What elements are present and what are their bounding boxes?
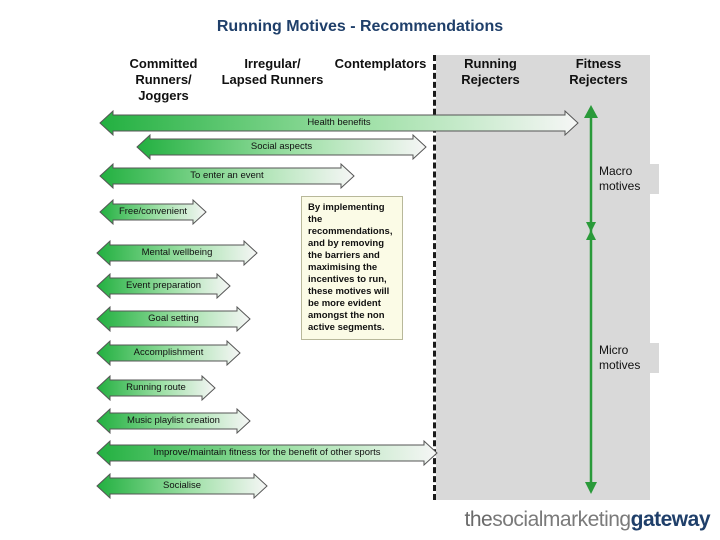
scale-arrowhead-top	[584, 105, 598, 118]
motive-arrow	[99, 198, 207, 226]
motive-arrow-label: Socialise	[162, 480, 202, 491]
motive-arrow-label: Social aspects	[250, 141, 313, 152]
segment-header-running-rejecters: Running Rejecters	[461, 56, 520, 87]
motive-arrow-label: Goal setting	[148, 313, 199, 324]
segment-header-contemplators: Contemplators	[334, 56, 427, 71]
micro-motives-label: Micro motives	[599, 343, 659, 373]
scale-arrowhead-mid-up	[586, 230, 596, 240]
motive-arrow	[96, 407, 251, 435]
motive-arrow-label: Accomplishment	[133, 347, 204, 358]
brand-logo: thesocialmarketinggateway	[464, 508, 711, 531]
segment-divider-line	[433, 55, 436, 500]
segment-header-irregular: Irregular/ Lapsed Runners	[221, 56, 324, 87]
motive-arrow-label: Improve/maintain fitness for the benefit…	[153, 447, 381, 458]
motive-arrow-label: Mental wellbeing	[141, 247, 213, 258]
motive-arrow-label: Running route	[126, 382, 186, 393]
motive-arrow	[96, 272, 231, 300]
motive-arrow	[96, 339, 241, 367]
motive-arrow-label: Free/convenient	[118, 206, 188, 217]
segment-header-committed: Committed Runners/ Joggers	[129, 56, 198, 103]
motive-arrow-label: Health benefits	[307, 117, 371, 128]
motive-arrow-label: Event preparation	[126, 280, 201, 291]
motive-arrow-label: Music playlist creation	[127, 415, 220, 426]
motive-arrow	[96, 439, 438, 467]
motive-arrow	[96, 374, 216, 402]
macro-motives-label: Macro motives	[599, 164, 659, 194]
motive-arrow	[99, 109, 579, 137]
recommendation-note: By implementing the recommendations, and…	[301, 196, 403, 340]
motive-arrow	[99, 162, 355, 190]
motive-arrow	[96, 472, 268, 500]
segment-header-fitness-rejecters: Fitness Rejecters	[569, 56, 628, 87]
page-title: Running Motives - Recommendations	[216, 18, 504, 35]
scale-arrowhead-bottom	[585, 482, 597, 494]
motive-arrow	[136, 133, 427, 161]
motive-arrow	[96, 239, 258, 267]
scale-arrowhead-mid-down	[586, 222, 596, 232]
motive-arrow-label: To enter an event	[190, 170, 264, 181]
motive-arrow	[96, 305, 251, 333]
